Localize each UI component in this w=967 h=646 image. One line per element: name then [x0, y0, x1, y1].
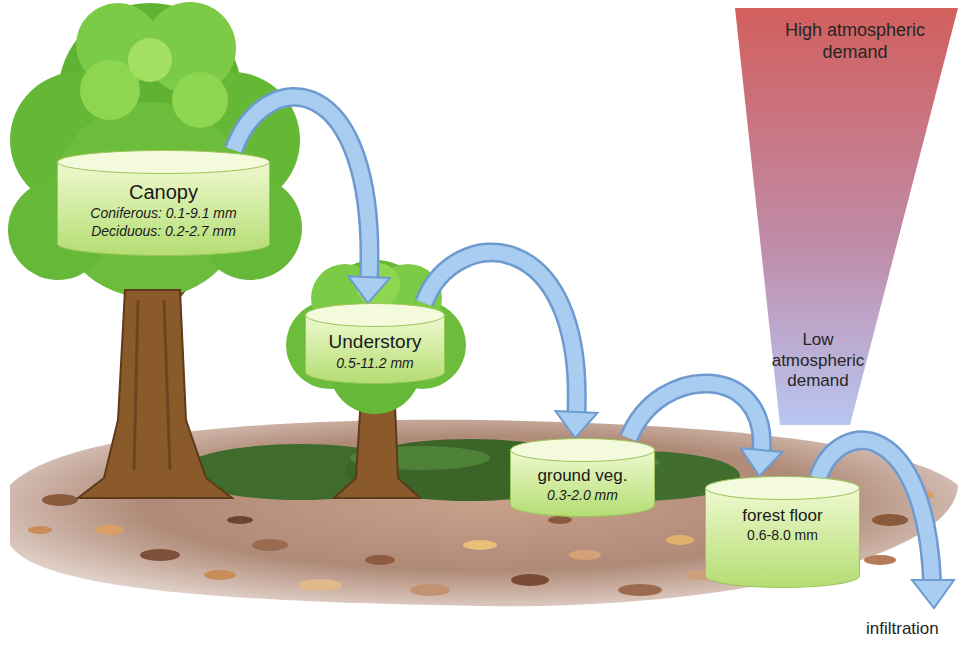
arrow-body [629, 383, 762, 452]
storage-cylinder: forest floor0.6-8.0 mm [705, 476, 860, 588]
arrow-head [741, 448, 783, 476]
ground-shrubs [180, 439, 740, 501]
storage-cylinder: CanopyConiferous: 0.1-9.1 mmDeciduous: 0… [57, 150, 270, 256]
demand-gradient: High atmospheric demandLow atmospheric d… [735, 8, 958, 425]
storage-range: 0.6-8.0 mm [705, 527, 860, 544]
demand-label: Low atmospheric demand [763, 330, 873, 392]
store-name: ground veg. [510, 466, 655, 486]
storage-range: Coniferous: 0.1-9.1 mm [57, 205, 270, 222]
canopy-tree [8, 2, 302, 498]
flow-label: infiltration [866, 619, 939, 639]
arrow-head [555, 411, 597, 438]
store-name: forest floor [705, 506, 860, 526]
storage-range: Deciduous: 0.2-2.7 mm [57, 223, 270, 240]
storage-cylinder: Understory0.5-11.2 mm [305, 303, 445, 384]
storage-cylinder: ground veg.0.3-2.0 mm [510, 438, 655, 517]
flow-arrow [424, 252, 597, 438]
understory-tree [286, 260, 466, 498]
storage-range: 0.5-11.2 mm [305, 355, 445, 372]
storage-range: 0.3-2.0 mm [510, 487, 655, 504]
store-name: Canopy [57, 180, 270, 204]
arrow-head [348, 276, 390, 303]
demand-label: High atmospheric demand [775, 20, 935, 64]
store-name: Understory [305, 331, 445, 354]
arrow-body [424, 252, 577, 414]
arrow-outline [629, 383, 762, 452]
arrow-outline [424, 252, 577, 414]
